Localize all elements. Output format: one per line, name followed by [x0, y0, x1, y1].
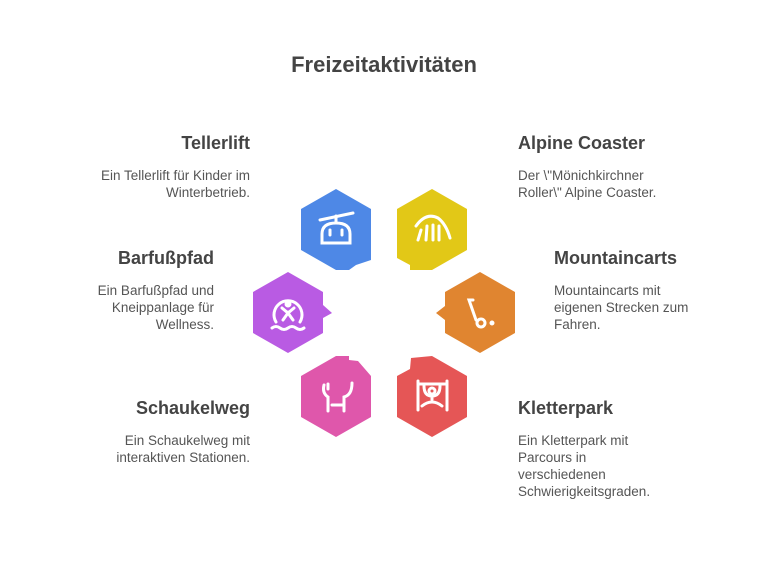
- item-title: Mountaincarts: [554, 248, 678, 268]
- roller-coaster-icon: [414, 214, 452, 242]
- cable-car-icon: [318, 211, 355, 245]
- hexagon-shape: [301, 189, 371, 270]
- hexagon-shape: [436, 272, 515, 353]
- hex-kletterpark: [397, 356, 467, 437]
- climbing-icon: [416, 379, 449, 412]
- item-desc: Ein Kletterpark mit Parcours in verschie…: [518, 433, 651, 499]
- hexagon-shape: [253, 272, 332, 353]
- hex-tellerlift: [301, 189, 371, 270]
- item-desc: Ein Schaukelweg mit interaktiven Station…: [116, 433, 250, 465]
- hexagon-shape: [301, 356, 371, 437]
- item-title: Tellerlift: [181, 133, 250, 153]
- swing-icon: [322, 381, 354, 413]
- swimmer-icon: [270, 299, 306, 331]
- item-title: Schaukelweg: [135, 398, 250, 418]
- item-desc: Der \"Mönichkirchner Roller\" Alpine Coa…: [518, 168, 657, 200]
- hex-barfusspfad: [253, 272, 332, 353]
- item-desc: Mountaincarts mit eigenen Strecken zum F…: [554, 283, 689, 332]
- item-title: Kletterpark: [518, 398, 614, 418]
- diagram-title: Freizeitaktivitäten: [291, 52, 477, 77]
- item-desc: Ein Barfußpfad und Kneippanlage für Well…: [97, 283, 214, 332]
- hex-schaukelweg: [301, 356, 371, 437]
- hex-alpine-coaster: [397, 189, 467, 270]
- scooter-icon: [466, 298, 495, 329]
- hex-mountaincarts: [436, 272, 515, 353]
- item-desc: Ein Tellerlift für Kinder im Winterbetri…: [100, 168, 250, 200]
- item-title: Alpine Coaster: [518, 133, 646, 153]
- item-title: Barfußpfad: [118, 248, 214, 268]
